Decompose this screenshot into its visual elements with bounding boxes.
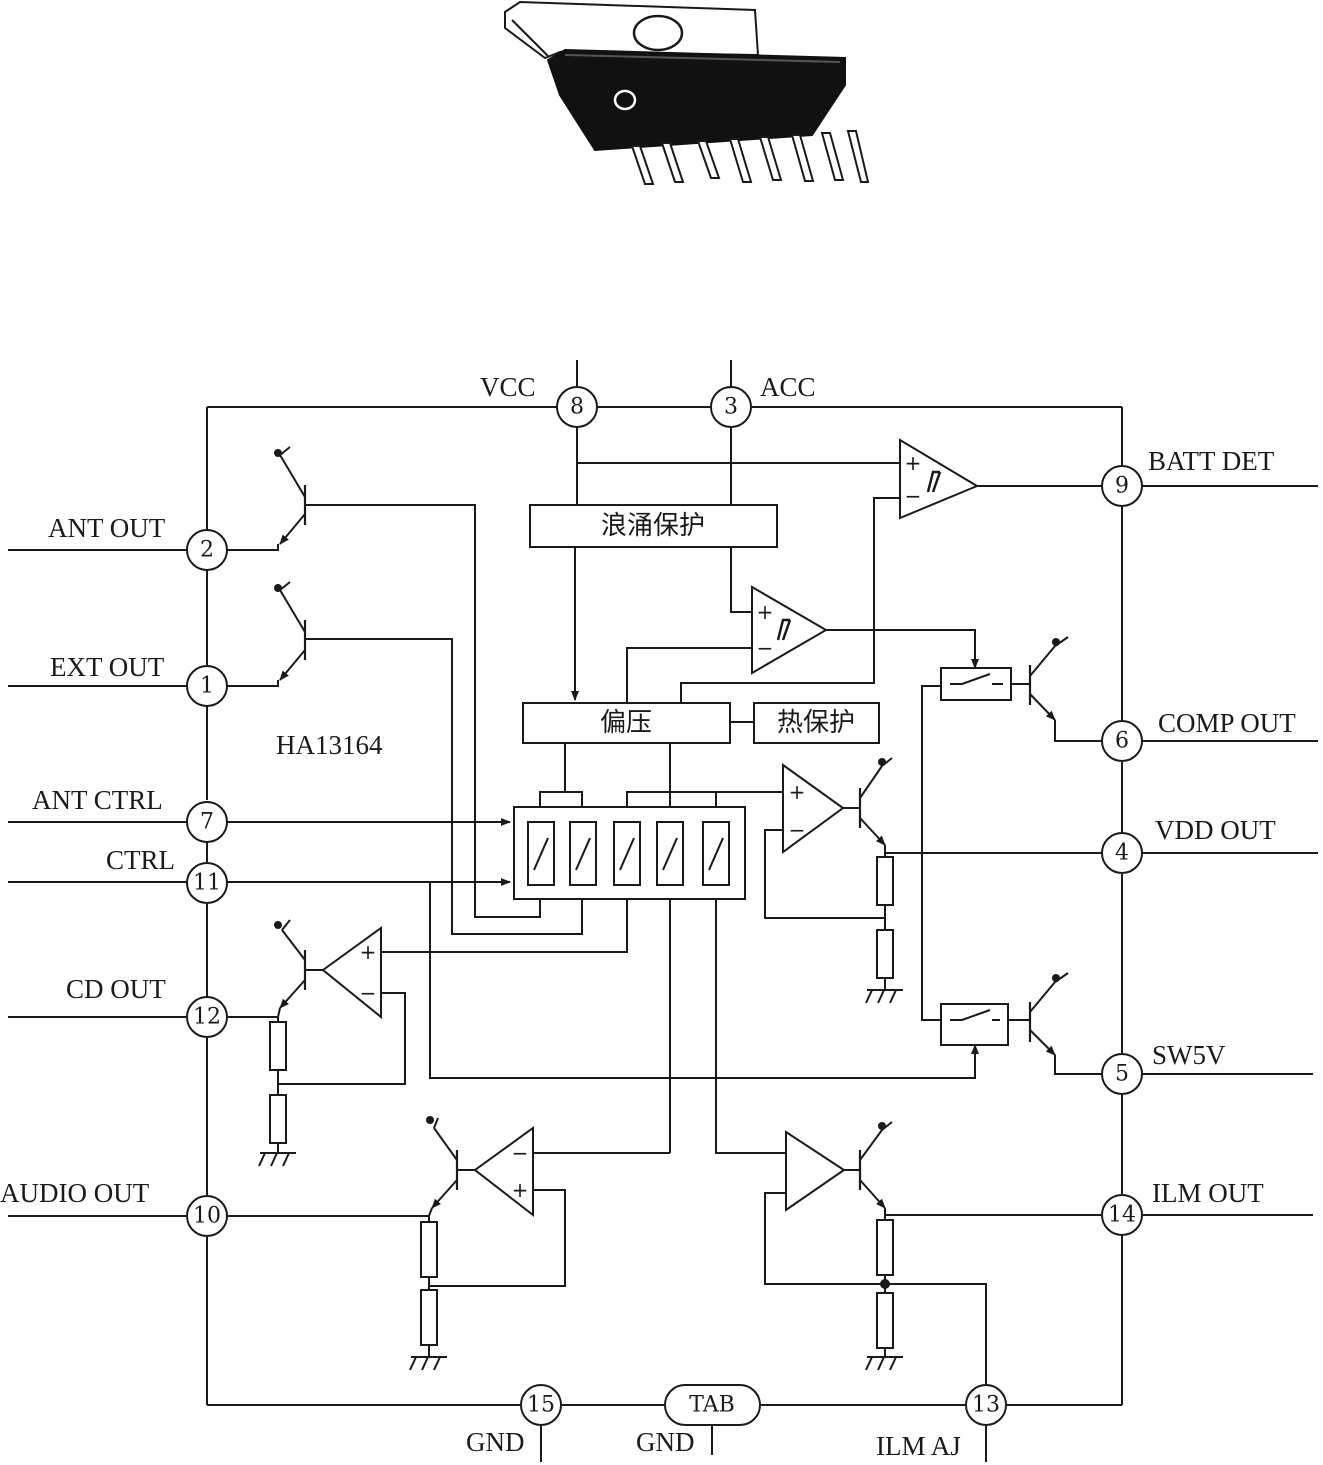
plus-sign: +	[360, 940, 377, 964]
pin-number: 6	[1115, 729, 1129, 754]
transistor-cd-out	[274, 919, 323, 1018]
plus-sign: +	[757, 600, 774, 624]
pin-number: 4	[1115, 841, 1129, 866]
pin-number: 12	[193, 1005, 221, 1030]
minus-sign: −	[512, 1141, 529, 1165]
pin-label-sw5v: SW5V	[1152, 1040, 1226, 1070]
thermal-protection-label: 热保护	[777, 708, 855, 738]
bias-comparator: + −	[751, 585, 828, 675]
plus-sign: +	[905, 451, 922, 475]
cd-out-buffer: + −	[321, 926, 382, 1020]
thermal-protection-block: 热保护	[753, 702, 880, 744]
pin-15: 15 GND	[466, 1384, 562, 1457]
pin-number: 2	[200, 538, 214, 563]
pin-label-gnd: GND	[466, 1427, 525, 1457]
pin-number: 9	[1115, 474, 1129, 499]
pin-number: 1	[200, 674, 214, 699]
pin-tab: TAB GND	[636, 1384, 761, 1457]
pin-12: 12 CD OUT	[66, 974, 228, 1038]
pin-number: 10	[193, 1204, 221, 1229]
transistor-sw5v	[1028, 972, 1069, 1056]
audio-out-amplifier: − +	[473, 1126, 534, 1218]
pin-label-gnd-tab: GND	[636, 1427, 695, 1457]
cd-out-resistor-divider	[258, 992, 406, 1167]
pin-label-ilm-out: ILM OUT	[1152, 1178, 1264, 1208]
pin-11: 11 CTRL	[106, 845, 228, 904]
pin-label-audio-out: AUDIO OUT	[0, 1178, 150, 1208]
pin-number: TAB	[689, 1393, 735, 1418]
pin-9: 9 BATT DET	[1101, 446, 1275, 507]
mounting-hole	[632, 14, 684, 52]
minus-sign: −	[789, 818, 806, 842]
pin-14: 14 ILM OUT	[1101, 1178, 1264, 1236]
pin-label-ant-out: ANT OUT	[48, 513, 166, 543]
pin-label-cd-out: CD OUT	[66, 974, 166, 1004]
pin-number: 15	[527, 1393, 555, 1418]
transistor-ant-out	[274, 446, 307, 545]
pin-label-ext-out: EXT OUT	[50, 652, 165, 682]
chip-part-number: HA13164	[276, 730, 383, 760]
pin1-marker	[613, 89, 637, 111]
transistor-ilm-out	[844, 1121, 893, 1215]
bias-block: 偏压	[522, 702, 731, 744]
pin-label-acc: ACC	[760, 372, 816, 402]
transistor-audio-out	[426, 1116, 475, 1217]
pin-number: 11	[193, 871, 221, 896]
relay-comp-out	[940, 667, 1030, 701]
minus-sign: −	[360, 981, 377, 1005]
ilm-out-resistor-divider	[865, 1215, 903, 1371]
pin-label-ilm-aj: ILM AJ	[876, 1431, 961, 1461]
pin-number: 14	[1108, 1203, 1136, 1228]
pin-label-vdd-out: VDD OUT	[1155, 815, 1276, 845]
pin-number: 8	[570, 395, 584, 420]
plus-sign: +	[512, 1178, 529, 1202]
pin-label-vcc: VCC	[480, 372, 536, 402]
transistor-comp-out	[1028, 636, 1069, 721]
pin-number: 13	[972, 1393, 1000, 1418]
surge-protection-label: 浪涌保护	[601, 511, 705, 541]
ic-package-illustration	[504, 0, 870, 185]
ic-boundary	[206, 406, 1123, 1406]
vdd-resistor-divider	[865, 853, 903, 1004]
relay-sw5v	[940, 1003, 1030, 1046]
pin-6: 6 COMP OUT	[1101, 708, 1296, 762]
minus-sign: −	[905, 484, 922, 508]
pin-7: 7 ANT CTRL	[32, 785, 228, 843]
vdd-amplifier: + −	[782, 763, 845, 854]
pin-2: 2 ANT OUT	[48, 513, 228, 571]
transistor-ext-out	[274, 581, 307, 681]
pin-label-batt-det: BATT DET	[1148, 446, 1275, 476]
pin-label-ctrl: CTRL	[106, 845, 175, 875]
pin-number: 3	[724, 395, 738, 420]
pin-13: 13 ILM AJ	[876, 1384, 1007, 1461]
pin-label-ant-ctrl: ANT CTRL	[32, 785, 163, 815]
plus-sign: +	[789, 780, 806, 804]
ilm-buffer	[785, 1130, 846, 1212]
pin-number: 7	[200, 810, 214, 835]
external-leads	[8, 360, 1318, 1462]
pin-10: 10 AUDIO OUT	[0, 1178, 228, 1237]
pin-1: 1 EXT OUT	[50, 652, 228, 707]
bias-label: 偏压	[600, 708, 652, 738]
transistor-vdd-out	[843, 757, 893, 853]
minus-sign: −	[757, 636, 774, 660]
audio-out-resistor-divider	[409, 1189, 566, 1371]
switch-array	[513, 806, 746, 900]
pin-8: 8 VCC	[480, 372, 598, 428]
internal-wiring	[227, 427, 1102, 1385]
pin-3: 3 ACC	[710, 372, 816, 428]
batt-det-comparator: + −	[899, 438, 980, 520]
surge-protection-block: 浪涌保护	[529, 504, 778, 548]
pin-number: 5	[1115, 1062, 1129, 1087]
pin-5: 5 SW5V	[1101, 1040, 1226, 1095]
pin-4: 4 VDD OUT	[1101, 815, 1276, 874]
pin-label-comp-out: COMP OUT	[1158, 708, 1296, 738]
